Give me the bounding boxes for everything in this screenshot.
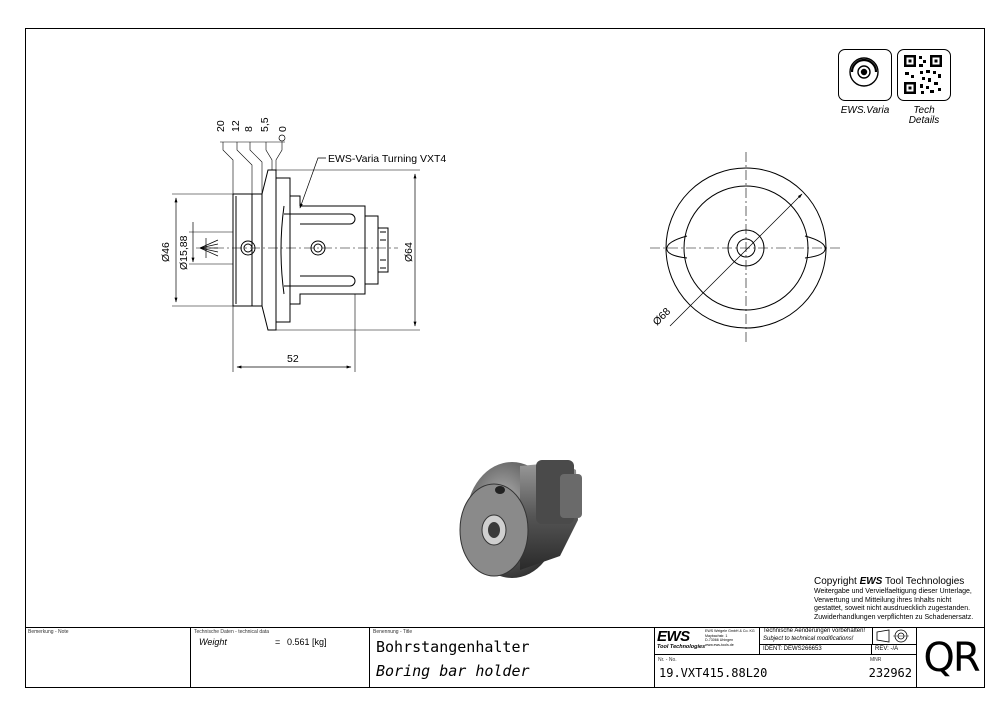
callout-label: EWS-Varia Turning VXT4 — [328, 153, 446, 165]
ews-varia-caption: EWS.Varia — [840, 105, 890, 116]
ews-logo: EWS — [657, 628, 690, 645]
dim-dia68: Ø68 — [651, 305, 674, 328]
dim-5-5: 5,5 — [259, 117, 271, 132]
weight-value: 0.561 [kg] — [287, 637, 327, 647]
notice-german: Technische Aenderungen vorbehalten! — [763, 628, 866, 634]
weight-label: Weight — [199, 637, 227, 647]
title-cell: Benennung - Title Bohrstangenhalter Bori… — [370, 627, 655, 688]
dim-dia15-88: Ø15,88 — [178, 235, 190, 270]
dim-52: 52 — [287, 353, 299, 365]
projection-symbol — [872, 627, 916, 645]
remark-cell: Bemerkung - Note — [25, 627, 191, 688]
ident-field: IDENT: DEWS266653 — [760, 645, 872, 655]
company-block: EWS Tool Technologies EWS Weigele GmbH &… — [655, 627, 916, 688]
dim-8: 8 — [243, 126, 255, 132]
dim-20: 20 — [215, 120, 227, 132]
qr-label: QR — [923, 634, 980, 681]
qr-code-badge[interactable] — [897, 49, 951, 101]
side-view — [172, 134, 420, 372]
mnr-number: 232962 — [868, 666, 912, 680]
part-render-3d — [459, 460, 582, 578]
dim-12: 12 — [230, 120, 242, 132]
qr-code-icon — [904, 55, 942, 94]
ews-varia-logo — [849, 57, 879, 87]
dim-0: 0 — [277, 126, 289, 132]
dim-dia64: Ø64 — [403, 242, 415, 262]
dim-dia46: Ø46 — [160, 242, 172, 262]
title-english: Boring bar holder — [376, 662, 530, 680]
front-view — [650, 152, 842, 344]
technical-data-cell: Technische Daten - technical data Weight… — [191, 627, 370, 688]
notice-english: Subject to technical modifications! — [763, 636, 854, 642]
ews-varia-badge[interactable] — [838, 49, 892, 101]
part-number: 19.VXT415.88L20 — [659, 666, 768, 680]
title-german: Bohrstangenhalter — [376, 638, 530, 656]
drawing-sheet — [25, 28, 985, 688]
copyright-notice: Copyright EWS Tool Technologies Weiterga… — [814, 576, 974, 621]
revision-field: REV: -/A — [872, 645, 916, 655]
title-block: Bemerkung - Note Technische Daten - tech… — [25, 627, 985, 688]
side-view-labels: 20 12 8 5,5 0 EWS-Varia Turning VXT4 Ø46… — [160, 117, 446, 365]
